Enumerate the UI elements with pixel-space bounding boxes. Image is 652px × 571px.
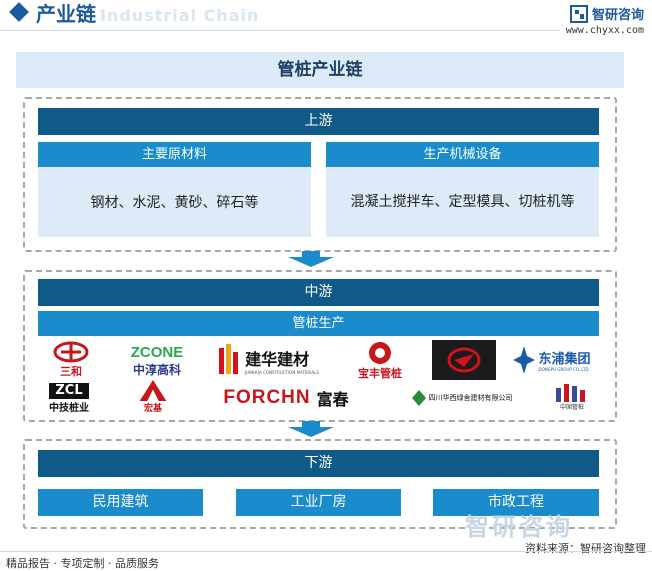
jianhua-en-text: JIANHUA CONSTRUCTION MATERIALS	[245, 369, 319, 375]
downstream-item-municipal: 市政工程	[433, 489, 599, 516]
machinery-label: 生产机械设备	[326, 142, 599, 167]
jianhua-emblem-icon	[219, 344, 239, 374]
down-arrow-icon	[288, 251, 334, 267]
page-header: 产业链 Industrial Chain 智研咨询 www.chyxx.com	[0, 0, 652, 36]
brand-url: www.chyxx.com	[565, 25, 644, 36]
raw-material-content: 钢材、水泥、黄砂、碎石等	[38, 167, 311, 237]
header-watermark: Industrial Chain	[100, 6, 260, 25]
header-divider	[0, 30, 560, 31]
brand-logo-icon	[569, 4, 588, 23]
zhongji-text: 中技桩业	[49, 402, 89, 414]
zcone-cn-text: 中淳高科	[132, 363, 181, 377]
down-arrow-icon	[288, 421, 334, 437]
huaxi-emblem-icon	[411, 390, 426, 406]
zhongguan-text: 中国管桩	[559, 403, 584, 411]
machinery-content: 混凝土搅拌车、定型模具、切桩机等	[326, 167, 599, 237]
dongpu-logo: 东浦集团 DONGPU GROUP CO.,LTD	[502, 342, 602, 378]
sanhe-emblem-icon	[53, 341, 89, 363]
zhongji-logo: ZCL 中技桩业	[38, 382, 100, 414]
baofeng-logo: 宝丰管桩	[338, 340, 422, 382]
jianhua-logo: 建华建材 JIANHUA CONSTRUCTION MATERIALS	[208, 340, 328, 380]
jianhua-text: 建华建材	[245, 349, 310, 369]
brand: 智研咨询 www.chyxx.com	[566, 4, 644, 36]
raw-material-label: 主要原材料	[38, 142, 311, 167]
zhongguan-emblem-icon	[556, 383, 585, 402]
baofeng-text: 宝丰管桩	[358, 367, 402, 380]
diamond-icon	[9, 2, 29, 22]
main-title: 管桩产业链	[16, 52, 624, 88]
huaxi-text: 四川华西绿舍建材有限公司	[428, 394, 513, 402]
source-note: 资料来源：智研咨询整理	[525, 542, 646, 555]
zhongji-mark: ZCL	[49, 382, 89, 399]
dongpu-text: 东浦集团	[538, 352, 591, 367]
forchn-text: FORCHN	[223, 387, 311, 408]
footer-divider	[0, 551, 652, 552]
zhongguan-logo: 中国管桩	[544, 382, 600, 412]
upstream-label: 上游	[38, 108, 599, 135]
footer-watermark: 智研咨询	[465, 513, 573, 541]
baofeng-emblem-icon	[369, 342, 391, 364]
zcone-text: ZCONE	[130, 344, 184, 361]
footer-slogan: 精品报告 · 专项定制 · 品质服务	[6, 557, 159, 570]
midstream-label: 中游	[38, 279, 599, 306]
dongpu-emblem-icon	[513, 346, 536, 374]
hongji-text: 宏基	[143, 404, 162, 414]
machinery-text: 混凝土搅拌车、定型模具、切桩机等	[350, 193, 575, 210]
forchn-logo: FORCHN 富春	[206, 384, 366, 412]
red-emblem-logo	[432, 340, 496, 380]
sanhe-text: 三和	[60, 365, 82, 378]
raw-material-text: 钢材、水泥、黄砂、碎石等	[90, 195, 259, 211]
hongji-emblem-icon	[139, 380, 167, 401]
downstream-item-industrial: 工业厂房	[236, 489, 401, 516]
hongji-logo: 宏基	[128, 380, 178, 414]
downstream-section	[23, 439, 617, 529]
brand-name: 智研咨询	[591, 8, 644, 23]
sanhe-logo: 三和	[38, 340, 104, 380]
header-title: 产业链	[36, 2, 96, 26]
pile-production-label: 管桩生产	[38, 311, 599, 336]
huaxi-logo: 四川华西绿舍建材有限公司	[392, 386, 532, 410]
downstream-label: 下游	[38, 450, 599, 477]
downstream-item-residential: 民用建筑	[38, 489, 203, 516]
dongpu-en-text: DONGPU GROUP CO.,LTD	[538, 367, 589, 372]
red-emblem-icon	[447, 347, 481, 373]
zcone-logo: ZCONE 中淳高科	[118, 342, 196, 380]
fuchun-text: 富春	[316, 390, 349, 409]
